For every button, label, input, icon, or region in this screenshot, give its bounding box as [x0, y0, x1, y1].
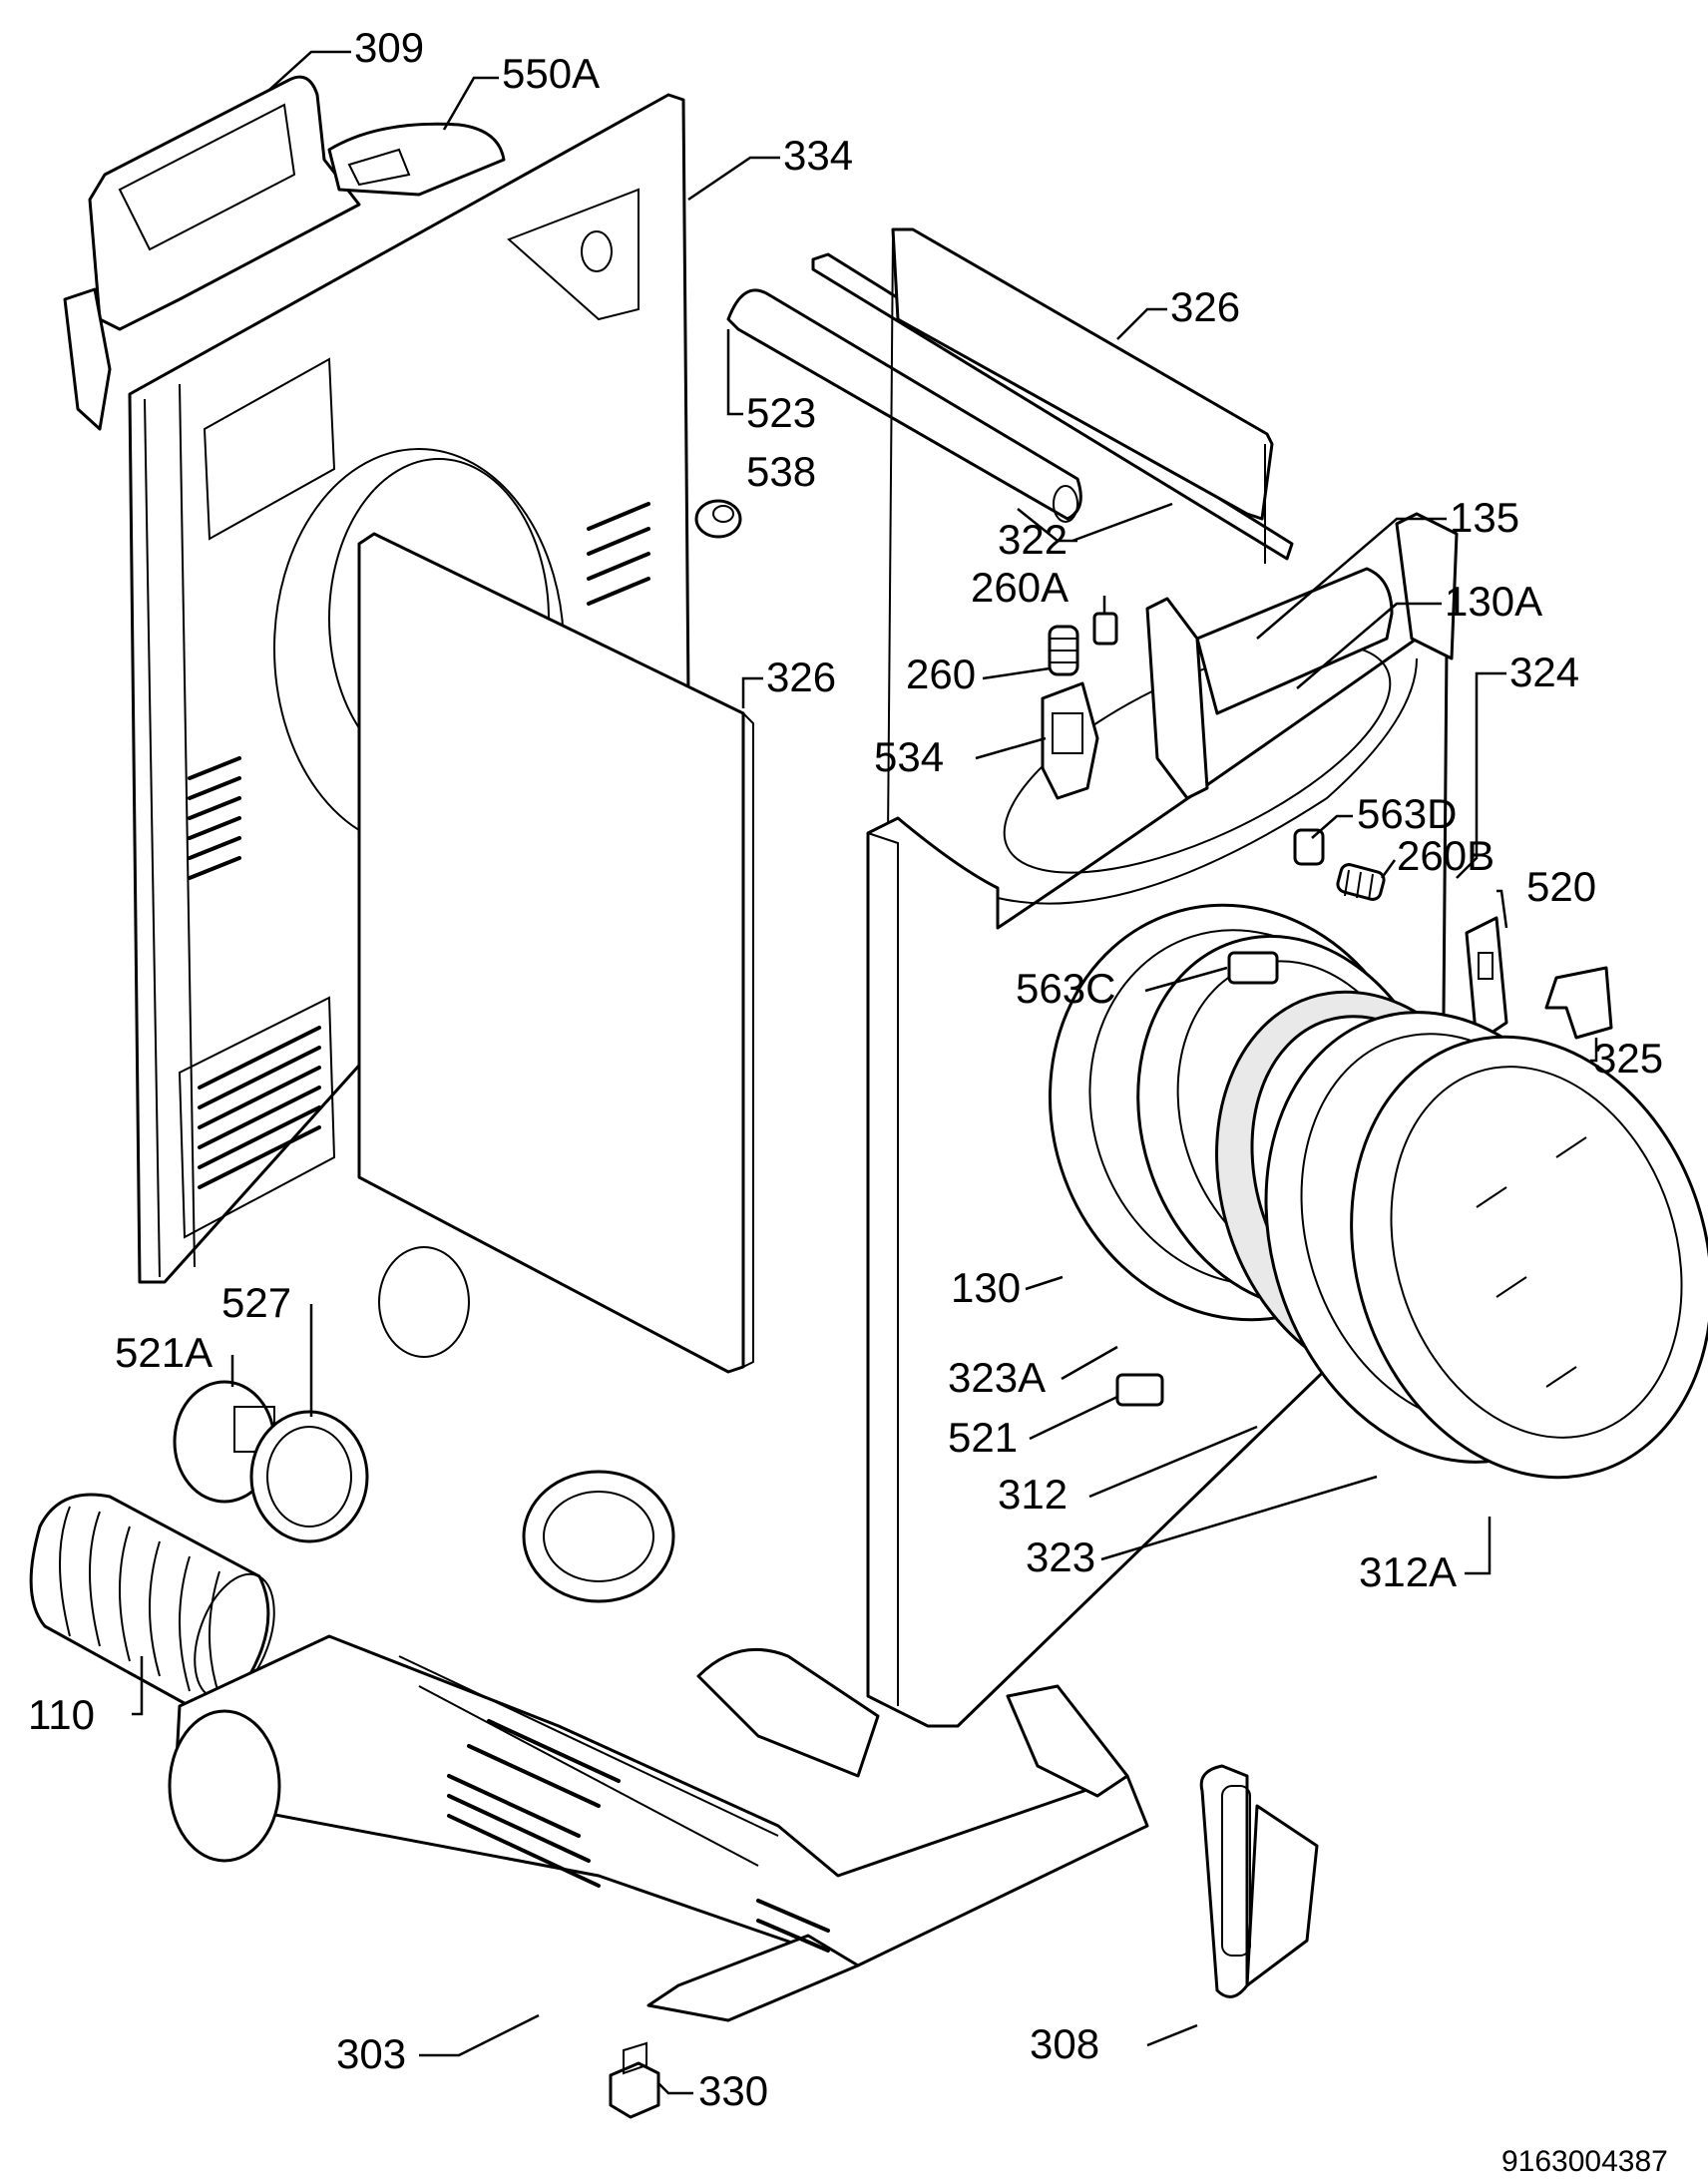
- side-panel-326-mid: [357, 532, 754, 1374]
- label-323a: 323A: [948, 1354, 1046, 1401]
- label-260b: 260B: [1397, 832, 1494, 879]
- label-334: 334: [783, 132, 853, 179]
- label-563c: 563C: [1016, 965, 1115, 1012]
- catch-563c: [1227, 951, 1279, 985]
- bushing-563d: [1293, 828, 1325, 866]
- ring-527: [249, 1410, 369, 1543]
- label-322: 322: [998, 516, 1068, 563]
- base-303: [168, 1470, 1149, 2022]
- label-309: 309: [354, 24, 424, 71]
- label-563d: 563D: [1357, 790, 1457, 837]
- side-panel-326-top: [887, 227, 1274, 839]
- label-521: 521: [948, 1414, 1018, 1461]
- label-326-mid: 326: [766, 654, 836, 700]
- spring-260: [1048, 625, 1079, 676]
- label-523: 523: [746, 389, 816, 436]
- label-130a: 130A: [1445, 578, 1542, 625]
- spring-260b: [1336, 863, 1386, 901]
- clip-521: [1115, 1373, 1164, 1407]
- hinge-308: [1199, 1764, 1319, 1998]
- label-308: 308: [1030, 2020, 1099, 2067]
- reference-number: 9163004387: [1501, 2145, 1668, 2178]
- label-527: 527: [221, 1279, 291, 1326]
- label-324: 324: [1509, 649, 1579, 695]
- label-312a: 312A: [1359, 1548, 1457, 1595]
- rear-frame-309: [63, 75, 361, 431]
- label-330: 330: [698, 2067, 768, 2114]
- label-303: 303: [336, 2030, 406, 2077]
- top-rail-523: [726, 288, 1082, 523]
- label-130: 130: [951, 1264, 1021, 1311]
- label-325: 325: [1593, 1035, 1663, 1082]
- label-520: 520: [1526, 863, 1596, 910]
- lock-325: [1544, 966, 1613, 1040]
- label-538: 538: [746, 448, 816, 495]
- label-260a: 260A: [971, 564, 1068, 611]
- lock-plate-520: [1465, 916, 1508, 1045]
- label-323: 323: [1026, 1533, 1095, 1580]
- label-260: 260: [906, 651, 976, 697]
- door-glass-312a: [1350, 1035, 1708, 1480]
- lint-filter-130a: [1145, 597, 1209, 800]
- top-cover-135: [1195, 567, 1394, 715]
- label-135: 135: [1450, 494, 1519, 541]
- label-521a: 521A: [115, 1329, 213, 1376]
- label-110: 110: [28, 1691, 95, 1738]
- label-550a: 550A: [502, 50, 600, 97]
- blower-housing-550a: [327, 122, 506, 197]
- label-534: 534: [874, 733, 944, 780]
- grommet-538: [694, 499, 742, 539]
- microswitch-534: [1041, 681, 1099, 800]
- part-labels: 309 550A 334 326 523 538 322 135 260A 13…: [28, 24, 1668, 2178]
- label-326-top: 326: [1170, 283, 1240, 330]
- leader-lines: [132, 50, 1598, 2095]
- foot-330: [609, 2041, 660, 2119]
- clip-260a: [1092, 612, 1118, 646]
- label-312: 312: [998, 1471, 1068, 1518]
- hose-110: [29, 1493, 275, 1710]
